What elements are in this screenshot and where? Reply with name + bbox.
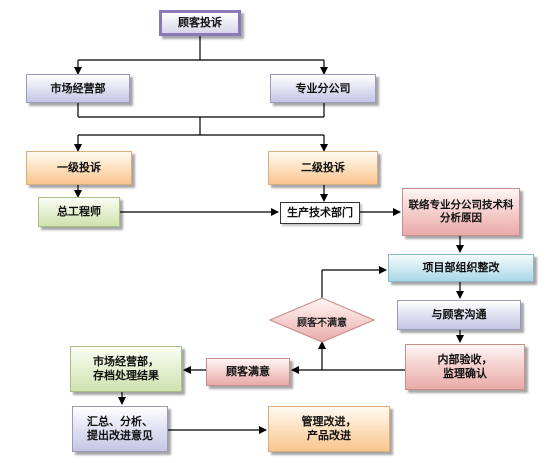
internal-check-line1: 内部验收，: [437, 353, 493, 367]
satisfied-node: 顾客满意: [206, 358, 290, 386]
branch-company-node: 专业分公司: [270, 74, 376, 103]
archive-node: 市场经营部， 存档处理结果: [70, 346, 182, 392]
chief-engineer-node: 总工程师: [38, 197, 120, 227]
joint-analysis-node: 联络专业分公司技术科分析原因: [402, 188, 520, 236]
marketing-dept-node: 市场经营部: [26, 74, 130, 103]
internal-check-node: 内部验收， 监理确认: [405, 344, 525, 390]
archive-line2: 存档处理结果: [93, 369, 159, 382]
dissatisfied-label: 顾客不满意: [297, 318, 347, 329]
decision-diamond: [268, 297, 376, 343]
internal-check-line2: 监理确认: [443, 367, 487, 380]
level1-complaint-node: 一级投诉: [26, 151, 132, 185]
summary-line1: 汇总、分析、: [87, 415, 153, 429]
communicate-node: 与顾客沟通: [397, 300, 521, 330]
production-dept-node: 生产技术部门: [280, 202, 360, 224]
improvement-node: 管理改进， 产品改进: [268, 406, 390, 452]
summary-line2: 提出改进意见: [87, 429, 153, 442]
improvement-line1: 管理改进，: [301, 415, 357, 429]
improvement-line2: 产品改进: [307, 429, 351, 442]
level2-complaint-node: 二级投诉: [268, 151, 378, 185]
summary-node: 汇总、分析、 提出改进意见: [72, 406, 168, 452]
archive-line1: 市场经营部，: [93, 355, 159, 369]
project-rectify-node: 项目部组织整改: [388, 254, 534, 282]
customer-complaint-node: 顾客投诉: [159, 10, 241, 36]
